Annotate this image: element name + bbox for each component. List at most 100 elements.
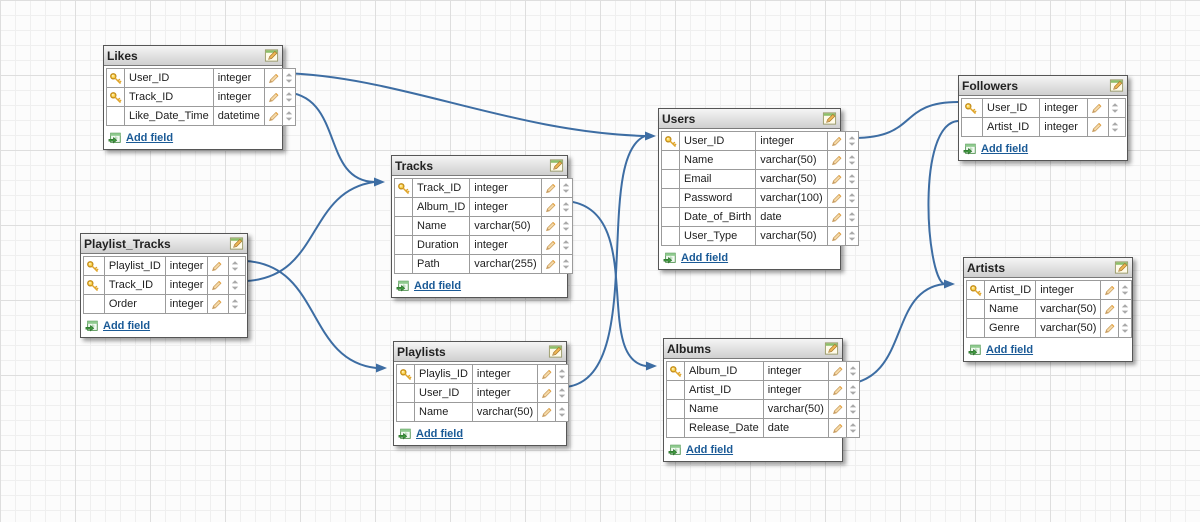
reorder-field-spinner[interactable] [555,364,570,384]
field-row[interactable]: Track_ID integer [394,178,573,198]
edit-table-icon[interactable] [1109,78,1124,93]
field-row[interactable]: Password varchar(100) [661,188,859,208]
reorder-field-spinner[interactable] [558,254,573,274]
field-row[interactable]: Name varchar(50) [396,402,570,422]
reorder-field-spinner[interactable] [844,131,859,151]
edit-field-icon[interactable] [537,402,557,422]
field-row[interactable]: Name varchar(50) [394,216,573,236]
add-field-link[interactable]: Add field [103,320,151,332]
field-row[interactable]: Track_ID integer [106,87,296,107]
add-field-row[interactable]: Add field [392,276,567,297]
field-row[interactable]: Album_ID integer [394,197,573,217]
table-followers[interactable]: Followers User_ID integer [958,75,1128,161]
add-field-row[interactable]: Add field [81,316,247,337]
reorder-field-spinner[interactable] [1118,280,1133,300]
reorder-field-spinner[interactable] [844,150,859,170]
reorder-field-spinner[interactable] [1118,318,1133,338]
field-row[interactable]: User_ID integer [961,98,1126,118]
reorder-field-spinner[interactable] [558,216,573,236]
reorder-field-spinner[interactable] [555,402,570,422]
add-field-row[interactable]: Add field [964,340,1132,361]
edit-field-icon[interactable] [827,399,847,419]
edit-field-icon[interactable] [1087,117,1109,137]
edit-field-icon[interactable] [826,169,846,189]
reorder-field-spinner[interactable] [844,207,859,227]
edit-table-icon[interactable] [1114,260,1129,275]
reorder-field-spinner[interactable] [228,256,246,276]
edit-field-icon[interactable] [540,197,560,217]
edit-field-icon[interactable] [826,207,846,227]
field-row[interactable]: Playlis_ID integer [396,364,570,384]
table-likes[interactable]: Likes User_ID integer [103,45,296,150]
edit-field-icon[interactable] [1100,318,1120,338]
table-artists[interactable]: Artists Artist_ID integer [963,257,1133,362]
table-playlist_tracks[interactable]: Playlist_Tracks Playlist_ID integer [80,233,248,338]
table-header[interactable]: Artists [964,258,1132,278]
edit-field-icon[interactable] [827,380,847,400]
reorder-field-spinner[interactable] [228,294,246,314]
edit-table-icon[interactable] [264,48,279,63]
add-field-row[interactable]: Add field [959,139,1127,160]
table-albums[interactable]: Albums Album_ID integer [663,338,860,462]
edit-field-icon[interactable] [207,256,230,276]
field-row[interactable]: Album_ID integer [666,361,860,381]
field-row[interactable]: Duration integer [394,235,573,255]
add-field-link[interactable]: Add field [126,132,174,144]
add-field-row[interactable]: Add field [664,440,842,461]
edit-field-icon[interactable] [826,131,846,151]
edit-field-icon[interactable] [263,87,283,107]
field-row[interactable]: Artist_ID integer [961,117,1126,137]
edit-field-icon[interactable] [1100,299,1120,319]
table-header[interactable]: Followers [959,76,1127,96]
add-field-row[interactable]: Add field [104,128,282,149]
field-row[interactable]: Name varchar(50) [966,299,1133,319]
edit-field-icon[interactable] [826,226,846,246]
field-row[interactable]: Playlist_ID integer [83,256,246,276]
field-row[interactable]: Order integer [83,294,246,314]
edit-field-icon[interactable] [207,275,230,295]
reorder-field-spinner[interactable] [845,361,860,381]
edit-field-icon[interactable] [207,294,230,314]
field-row[interactable]: Like_Date_Time datetime [106,106,296,126]
field-row[interactable]: Genre varchar(50) [966,318,1133,338]
edit-field-icon[interactable] [540,254,560,274]
add-field-link[interactable]: Add field [416,428,464,440]
field-row[interactable]: Name varchar(50) [666,399,860,419]
edit-field-icon[interactable] [1100,280,1120,300]
reorder-field-spinner[interactable] [1108,98,1126,118]
reorder-field-spinner[interactable] [844,188,859,208]
table-playlists[interactable]: Playlists Playlis_ID integer [393,341,570,446]
reorder-field-spinner[interactable] [281,106,296,126]
table-header[interactable]: Playlist_Tracks [81,234,247,254]
reorder-field-spinner[interactable] [845,418,860,438]
table-header[interactable]: Tracks [392,156,567,176]
edit-field-icon[interactable] [540,235,560,255]
edit-table-icon[interactable] [548,344,563,359]
field-row[interactable]: Artist_ID integer [966,280,1133,300]
field-row[interactable]: Email varchar(50) [661,169,859,189]
table-header[interactable]: Users [659,109,840,129]
add-field-link[interactable]: Add field [686,444,734,456]
reorder-field-spinner[interactable] [558,197,573,217]
reorder-field-spinner[interactable] [228,275,246,295]
edit-table-icon[interactable] [822,111,837,126]
reorder-field-spinner[interactable] [281,87,296,107]
field-row[interactable]: Release_Date date [666,418,860,438]
reorder-field-spinner[interactable] [844,169,859,189]
field-row[interactable]: User_ID integer [396,383,570,403]
edit-field-icon[interactable] [263,106,283,126]
reorder-field-spinner[interactable] [558,178,573,198]
table-header[interactable]: Playlists [394,342,566,362]
table-tracks[interactable]: Tracks Track_ID integer [391,155,573,298]
edit-field-icon[interactable] [826,188,846,208]
edit-field-icon[interactable] [540,178,560,198]
field-row[interactable]: User_ID integer [661,131,859,151]
table-header[interactable]: Likes [104,46,282,66]
reorder-field-spinner[interactable] [558,235,573,255]
add-field-row[interactable]: Add field [659,248,840,269]
add-field-link[interactable]: Add field [681,252,729,264]
field-row[interactable]: Name varchar(50) [661,150,859,170]
edit-field-icon[interactable] [1087,98,1109,118]
edit-field-icon[interactable] [537,383,557,403]
